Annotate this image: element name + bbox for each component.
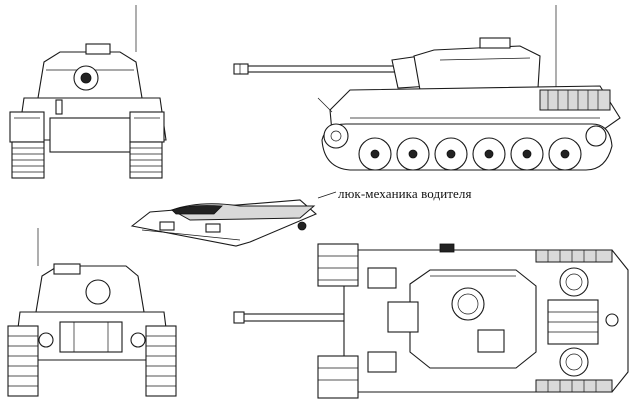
rear-right-track [145, 325, 177, 397]
front-left-track [11, 141, 45, 179]
rear-left-track [7, 325, 39, 397]
top-side-stowage [535, 249, 613, 393]
top-view [233, 243, 629, 399]
hatch-annotation-label: люк-механика водителя [338, 186, 472, 201]
side-view [233, 5, 621, 171]
rear-view [7, 228, 177, 397]
side-road-wheels [358, 137, 582, 171]
top-right-guards [317, 355, 359, 399]
side-stowage [539, 89, 611, 111]
hatch-detail [130, 191, 337, 247]
engine-deck [547, 267, 619, 377]
top-left-guards [317, 243, 359, 287]
front-view [9, 5, 167, 179]
front-right-track [129, 141, 163, 179]
